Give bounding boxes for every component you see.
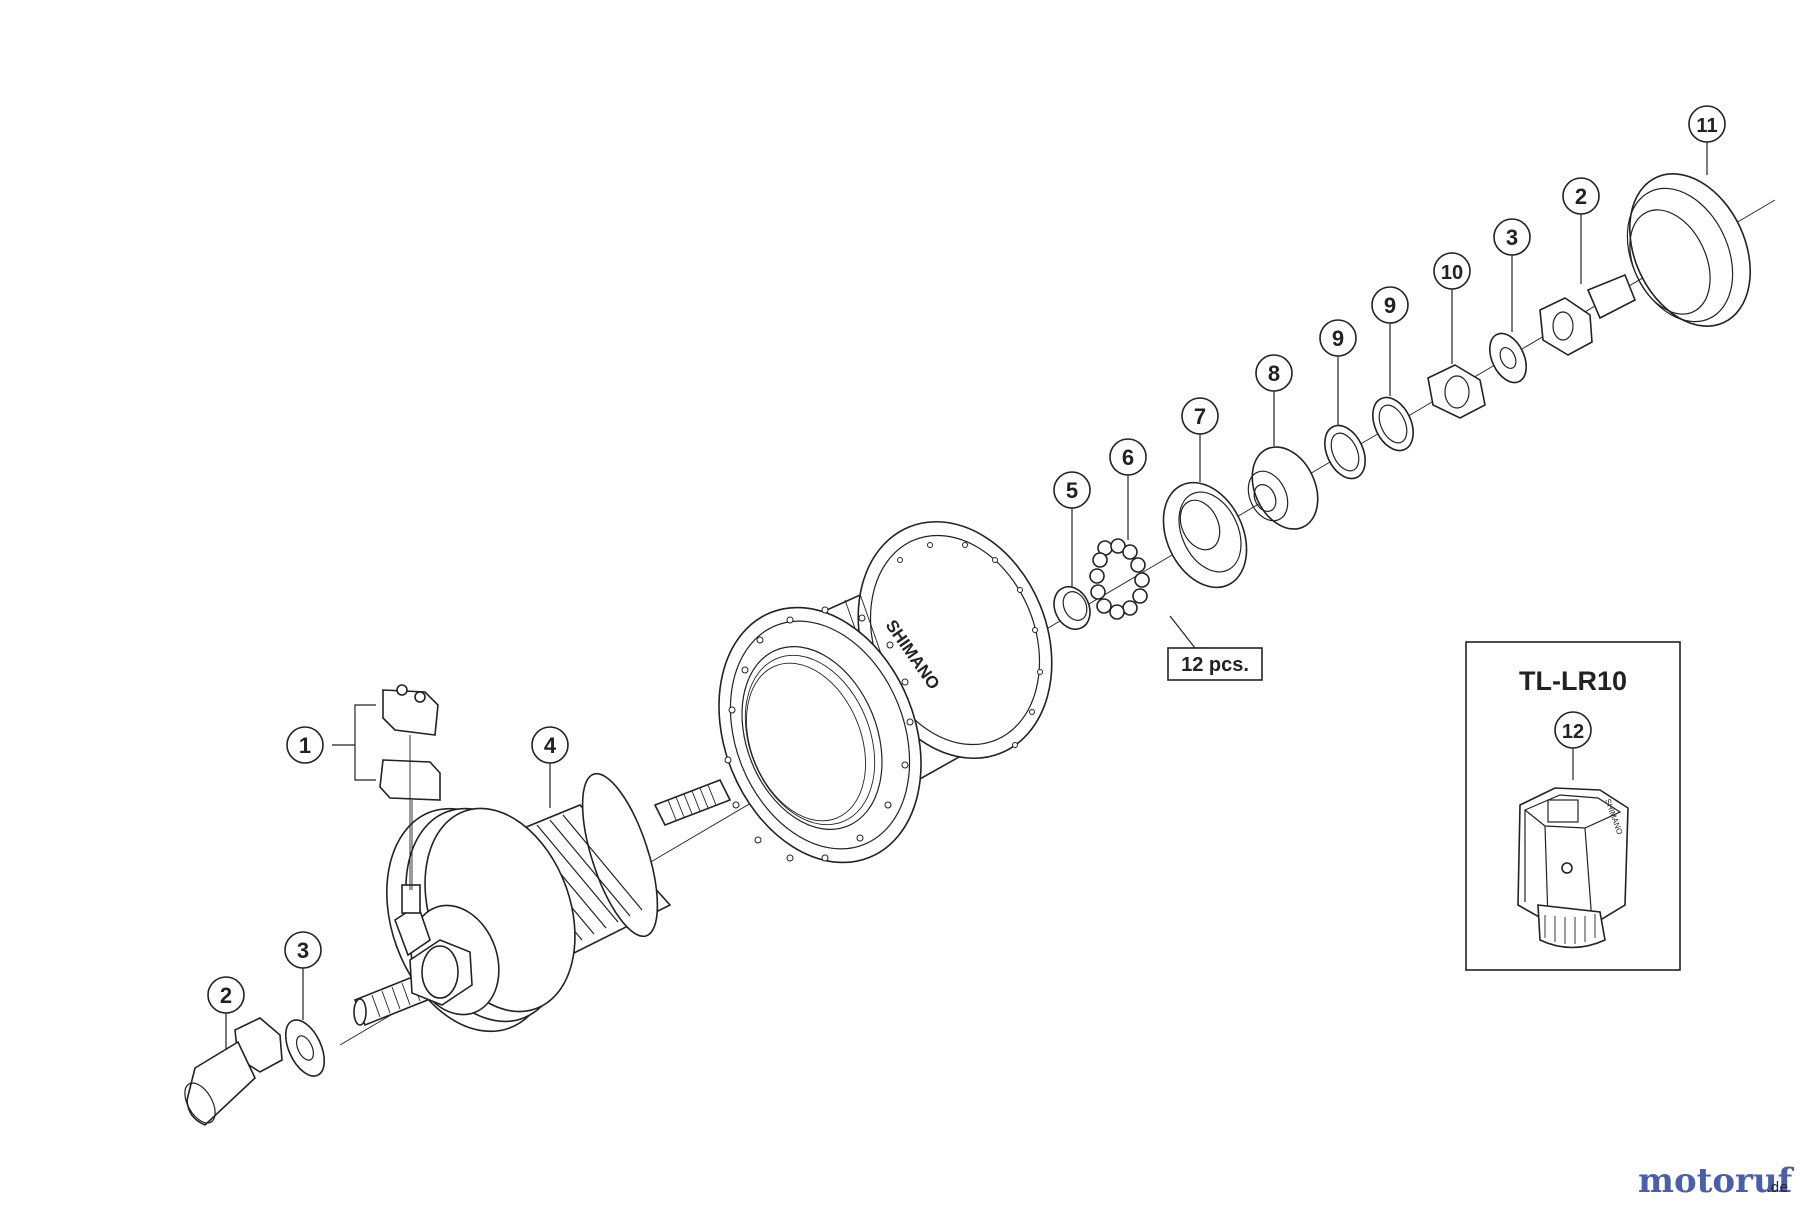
svg-text:1: 1 bbox=[299, 733, 311, 758]
callout-12: 12 bbox=[1554, 711, 1592, 780]
quantity-note: 12 pcs. bbox=[1167, 615, 1263, 681]
callout-5: 5 bbox=[1053, 471, 1091, 586]
svg-text:7: 7 bbox=[1194, 404, 1206, 429]
svg-text:11: 11 bbox=[1696, 115, 1717, 137]
svg-text:9: 9 bbox=[1384, 293, 1396, 318]
svg-text:3: 3 bbox=[297, 938, 309, 963]
svg-text:5: 5 bbox=[1066, 478, 1078, 503]
spoke-holes-left bbox=[724, 606, 914, 862]
callout-8: 8 bbox=[1255, 354, 1293, 446]
part-10-lock-nut bbox=[1427, 364, 1486, 419]
part-2-axle-nut-left bbox=[184, 1017, 283, 1126]
svg-text:4: 4 bbox=[544, 733, 557, 758]
svg-text:10: 10 bbox=[1441, 262, 1463, 284]
callout-3-left: 3 bbox=[284, 931, 322, 1020]
svg-text:12: 12 bbox=[1562, 721, 1584, 743]
callout-2-left: 2 bbox=[207, 976, 245, 1050]
left-parts bbox=[184, 684, 441, 1126]
tool-box: TL-LR10 12 SHIMANO bbox=[1465, 641, 1681, 971]
part-11-cover bbox=[1626, 173, 1752, 327]
callout-10: 10 bbox=[1433, 252, 1471, 364]
part-6-ball-bearings bbox=[1089, 538, 1150, 620]
callout-11: 11 bbox=[1688, 105, 1726, 175]
part-3-lock-washer-left bbox=[284, 1019, 326, 1077]
driver-assembly bbox=[353, 772, 732, 1033]
spoke-holes-right bbox=[897, 542, 1043, 748]
bearing-parts bbox=[1053, 173, 1752, 630]
svg-text:12 pcs.: 12 pcs. bbox=[1181, 654, 1249, 676]
callout-6: 6 bbox=[1109, 438, 1147, 540]
part-9-washer-a bbox=[1324, 424, 1366, 480]
watermark-suffix: .de bbox=[1766, 1180, 1788, 1196]
svg-text:9: 9 bbox=[1332, 326, 1344, 351]
part-1-cable-connectors bbox=[332, 684, 441, 890]
callout-3-right: 3 bbox=[1493, 218, 1531, 332]
svg-text:3: 3 bbox=[1506, 225, 1518, 250]
tool-box-title: TL-LR10 bbox=[1519, 666, 1627, 696]
svg-text:2: 2 bbox=[1575, 184, 1587, 209]
part-2-axle-nut-right bbox=[1539, 273, 1637, 356]
part-7-dust-cap bbox=[1162, 481, 1248, 589]
callout-1: 1 bbox=[286, 726, 324, 764]
callouts: 1 2 3 4 5 6 bbox=[207, 105, 1726, 1050]
driver-flange bbox=[386, 807, 576, 1033]
hub-shell: SHIMANO bbox=[718, 520, 1053, 864]
callout-7: 7 bbox=[1181, 397, 1219, 482]
part-9-washer-b bbox=[1372, 396, 1414, 452]
part-12-lockring-tool: SHIMANO bbox=[1517, 787, 1629, 949]
part-5-bearing-cup bbox=[1053, 586, 1091, 630]
watermark-main: motoruf bbox=[1638, 1161, 1795, 1201]
svg-text:2: 2 bbox=[220, 983, 232, 1008]
part-8-cone bbox=[1247, 446, 1319, 530]
svg-text:8: 8 bbox=[1268, 361, 1280, 386]
svg-text:6: 6 bbox=[1122, 445, 1134, 470]
callout-2-right: 2 bbox=[1562, 177, 1600, 284]
callout-9-a: 9 bbox=[1319, 319, 1357, 425]
callout-4: 4 bbox=[531, 726, 569, 808]
part-3-lock-washer-right bbox=[1489, 332, 1527, 384]
watermark: motoruf .de bbox=[1638, 1161, 1795, 1201]
callout-9-b: 9 bbox=[1371, 286, 1409, 396]
